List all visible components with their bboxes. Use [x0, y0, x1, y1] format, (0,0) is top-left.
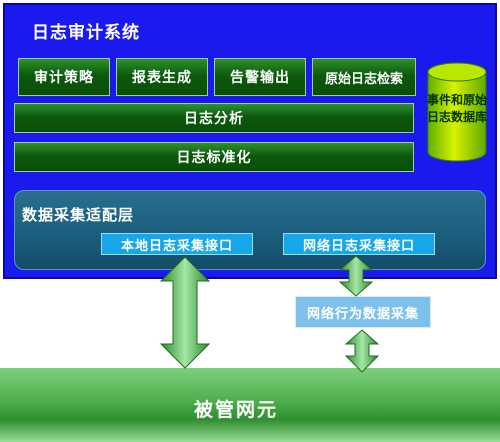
- double-arrow-network-upper-icon: [338, 255, 374, 297]
- double-arrow-network-lower-icon: [344, 329, 380, 373]
- network-log-collection-interface: 网络日志采集接口: [283, 233, 435, 255]
- managed-network-element-label: 被管网元: [194, 399, 279, 421]
- managed-network-element-bar: [0, 368, 500, 442]
- log-analysis-bar: 日志分析: [14, 103, 414, 133]
- module-raw-log-search: 原始日志检索: [312, 58, 416, 96]
- module-report-generation: 报表生成: [116, 58, 208, 96]
- database-cylinder-icon: [427, 62, 487, 162]
- system-title: 日志审计系统: [32, 23, 140, 43]
- database-label: 事件和原始日志数据库: [426, 93, 487, 124]
- adapter-layer-title: 数据采集适配层: [22, 206, 135, 224]
- network-behavior-data-collection: 网络行为数据采集: [295, 296, 431, 328]
- data-collection-adapter-layer: [14, 190, 486, 270]
- module-audit-policy: 审计策略: [18, 58, 110, 96]
- log-normalization-bar: 日志标准化: [14, 142, 414, 172]
- module-alert-output: 告警输出: [214, 58, 306, 96]
- double-arrow-local-icon: [159, 256, 211, 369]
- local-log-collection-interface: 本地日志采集接口: [101, 233, 253, 255]
